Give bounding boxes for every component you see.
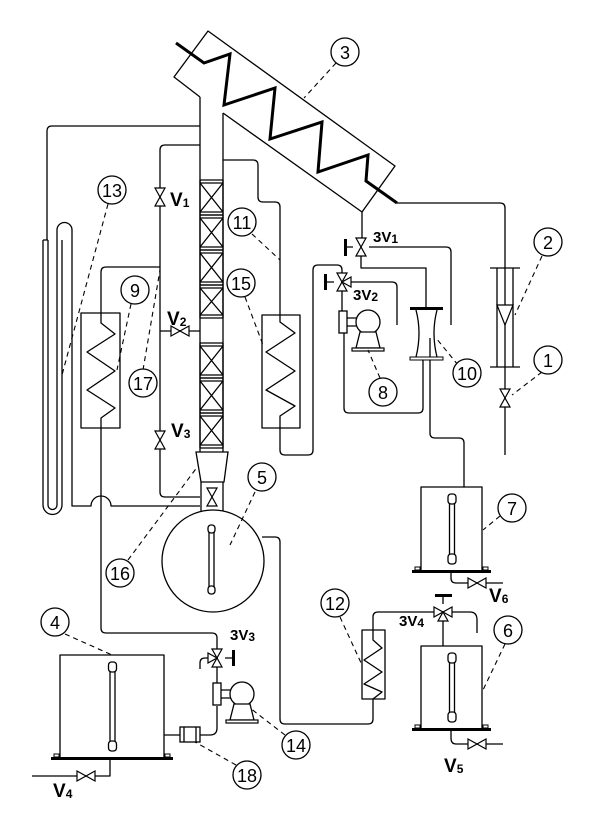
three-way-valve-3v2[interactable] — [335, 272, 352, 292]
callout-1: 1 — [533, 345, 563, 375]
callout-number: 18 — [237, 766, 257, 786]
valve-v1[interactable] — [153, 187, 167, 207]
packing-section — [199, 214, 224, 251]
valve-column-bottom[interactable] — [205, 487, 219, 507]
callout-number: 12 — [325, 594, 345, 614]
callout-number: 2 — [543, 233, 553, 253]
flow-meter — [409, 307, 444, 361]
callout-15: 15 — [226, 268, 256, 298]
valve-label-3v2: 3V2 — [353, 287, 378, 304]
callout-6: 6 — [493, 615, 523, 645]
callout-number: 4 — [50, 613, 60, 633]
callout-13: 13 — [97, 175, 127, 205]
tank-6 — [412, 645, 491, 731]
callout-5: 5 — [247, 462, 277, 492]
reboiler-flask — [161, 509, 265, 613]
callout-10: 10 — [452, 358, 482, 388]
rotameter — [490, 267, 520, 368]
callout-number: 3 — [340, 43, 350, 63]
callout-4: 4 — [40, 607, 70, 637]
valve-v3[interactable] — [153, 430, 167, 450]
packing-section — [199, 284, 224, 319]
packing-section — [199, 249, 224, 286]
callout-number: 14 — [286, 736, 306, 756]
valve-1[interactable] — [498, 388, 512, 408]
packing-section — [199, 412, 224, 449]
packed-column — [195, 97, 229, 512]
tank-4 — [51, 654, 173, 760]
valve-v2[interactable] — [170, 324, 190, 338]
callout-16: 16 — [105, 558, 135, 588]
callout-17: 17 — [128, 368, 158, 398]
callout-7: 7 — [497, 493, 527, 523]
packing-section — [199, 377, 224, 414]
valve-label-v1: V1 — [170, 190, 190, 211]
packing-section — [199, 342, 224, 379]
callout-number: 15 — [231, 274, 251, 294]
level-gauge — [447, 493, 457, 565]
condenser — [173, 30, 398, 213]
heater-9 — [80, 312, 121, 429]
filter — [179, 726, 201, 743]
callout-number: 16 — [110, 564, 130, 584]
valve-label-v2: V2 — [167, 309, 187, 330]
callout-11: 11 — [227, 207, 257, 237]
tank-7 — [412, 486, 491, 573]
valve-v4[interactable] — [76, 769, 96, 783]
three-way-valve-3v4[interactable] — [433, 605, 453, 622]
heater-12 — [361, 629, 386, 700]
callout-number: 17 — [133, 374, 153, 394]
valve-label-v4: V4 — [53, 781, 73, 802]
heater-15 — [261, 314, 301, 429]
three-way-valve-3v1[interactable] — [354, 237, 368, 257]
callout-number: 9 — [130, 281, 140, 301]
level-gauge — [107, 661, 118, 752]
column-reducer — [195, 451, 229, 483]
callout-9: 9 — [120, 275, 150, 305]
callout-number: 7 — [507, 499, 517, 519]
callout-number: 6 — [503, 621, 513, 641]
piping — [32, 125, 506, 777]
valve-label-3v3: 3V3 — [230, 627, 255, 644]
level-gauge — [447, 652, 457, 723]
valve-label-v5: V5 — [444, 756, 464, 777]
callout-14: 14 — [281, 730, 311, 760]
callout-number: 5 — [257, 468, 267, 488]
callout-number: 1 — [543, 351, 553, 371]
valve-label-3v1: 3V1 — [373, 229, 398, 246]
callout-number: 10 — [457, 364, 477, 384]
callout-leaders — [61, 62, 543, 766]
valve-v6[interactable] — [467, 576, 487, 590]
packing-section — [199, 179, 224, 216]
valve-v5[interactable] — [467, 737, 487, 751]
callout-number: 8 — [378, 383, 388, 403]
condenser-coil — [175, 41, 398, 205]
callout-18: 18 — [232, 760, 262, 790]
valve-label-v6: V6 — [489, 586, 509, 607]
flask-thermometer — [207, 524, 216, 595]
valve-label-3v4: 3V4 — [399, 613, 424, 630]
callout-number: 11 — [233, 213, 252, 233]
valve-label-v3: V3 — [171, 421, 191, 442]
callout-number: 13 — [102, 181, 122, 201]
callout-12: 12 — [320, 588, 350, 618]
three-way-valve-3v3[interactable] — [207, 648, 224, 668]
column-packing — [199, 179, 224, 449]
pump-8 — [338, 309, 385, 352]
callout-8: 8 — [368, 377, 398, 407]
callout-2: 2 — [533, 227, 563, 257]
pump-14 — [212, 681, 259, 724]
callout-3: 3 — [330, 37, 360, 67]
